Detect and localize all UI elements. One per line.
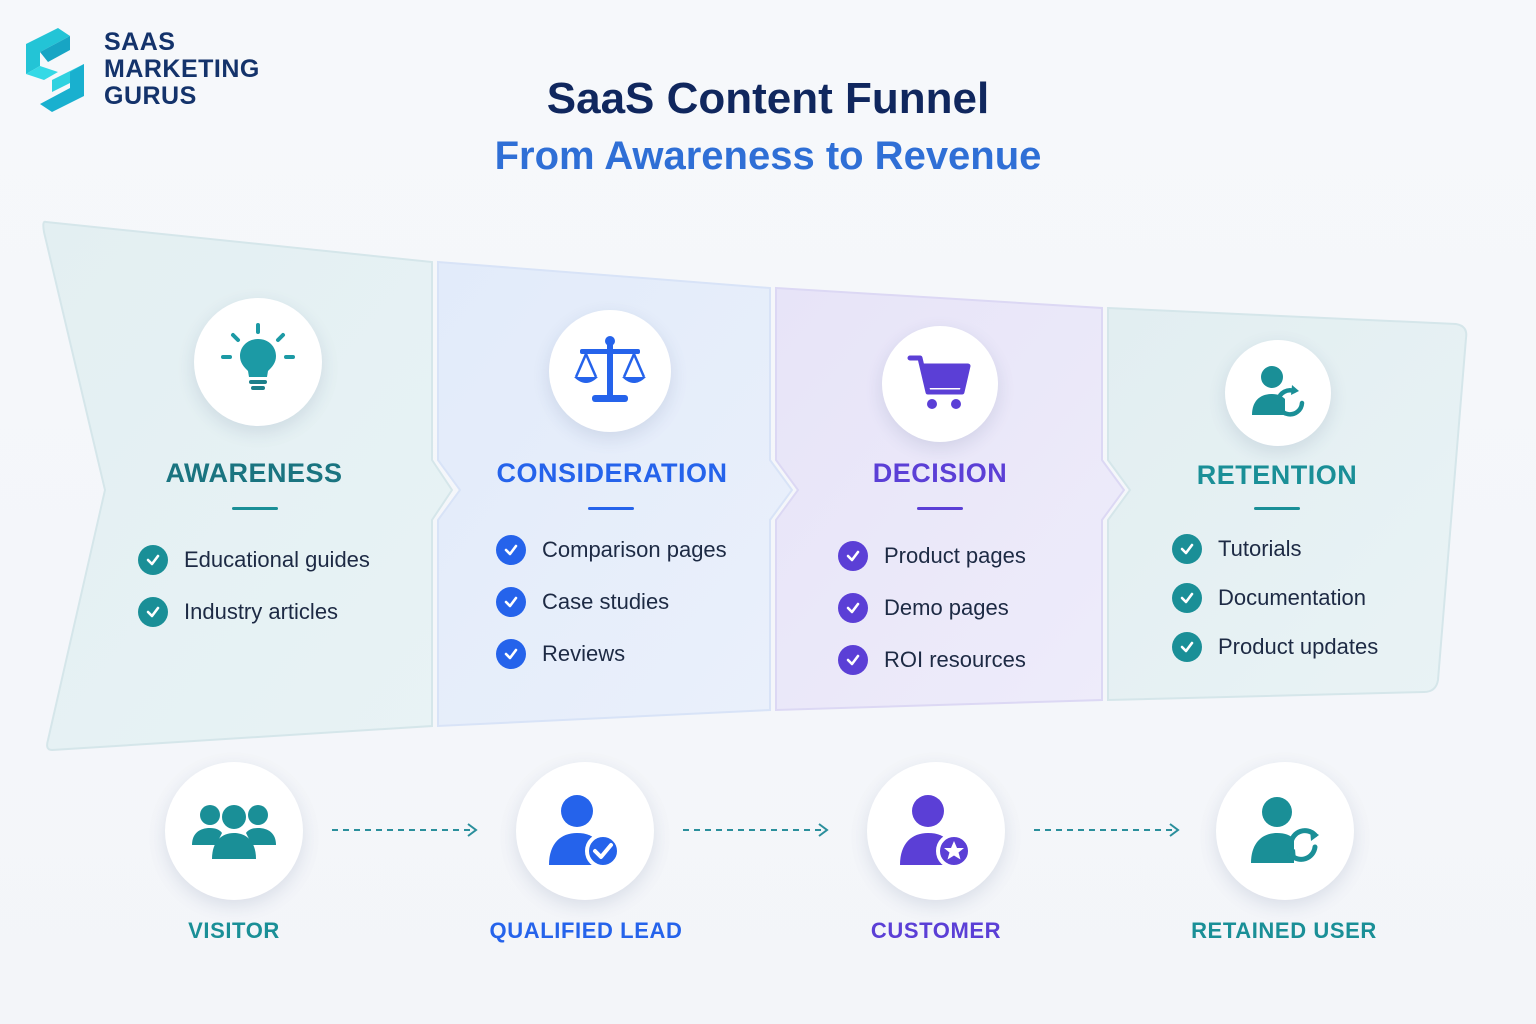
stage-title-consideration: CONSIDERATION xyxy=(496,458,728,488)
check-icon xyxy=(1172,533,1202,564)
list-item: Industry articles xyxy=(138,586,370,638)
check-icon xyxy=(1172,631,1202,662)
brand-line-1: SAAS xyxy=(104,27,176,56)
journey-retained-circle xyxy=(1216,762,1354,900)
user-refresh-icon xyxy=(1252,366,1305,417)
list-item: Reviews xyxy=(496,628,727,680)
stage-rule-retention xyxy=(1254,507,1300,510)
list-item-label: ROI resources xyxy=(884,647,1026,672)
list-item: Product pages xyxy=(838,530,1026,582)
user-refresh-icon xyxy=(1251,797,1319,863)
check-icon xyxy=(1172,582,1202,613)
journey-label-visitor: VISITOR xyxy=(188,918,280,943)
list-item-label: Documentation xyxy=(1218,584,1366,610)
brand-line-2: MARKETING xyxy=(104,54,260,83)
page-title: SaaS Content Funnel xyxy=(546,74,990,123)
brand-line-3: GURUS xyxy=(104,81,197,110)
check-icon xyxy=(138,545,168,575)
stage-rule-decision xyxy=(917,507,963,510)
decision-icon-circle xyxy=(882,326,998,442)
users-icon xyxy=(192,805,276,859)
consideration-list: Comparison pages Case studies Reviews xyxy=(496,524,727,680)
flow-arrow-2 xyxy=(683,823,829,837)
stage-title-decision: DECISION xyxy=(872,458,1008,488)
brand-name: SAAS MARKETING GURUS xyxy=(104,27,260,110)
flow-arrow-1 xyxy=(332,823,478,837)
list-item-label: Comparison pages xyxy=(542,537,727,562)
flow-arrow-3 xyxy=(1034,823,1180,837)
awareness-list: Educational guides Industry articles xyxy=(138,534,370,638)
list-item-label: Tutorials xyxy=(1218,535,1302,561)
journey-label-lead: QUALIFIED LEAD xyxy=(489,918,683,943)
list-item-label: Product updates xyxy=(1218,633,1379,659)
brand-logo-icon xyxy=(26,28,84,112)
page-subtitle: From Awareness to Revenue xyxy=(494,134,1042,178)
consideration-icon-circle xyxy=(549,310,671,432)
retention-icon-circle xyxy=(1225,340,1331,446)
check-icon xyxy=(496,587,526,617)
list-item: Educational guides xyxy=(138,534,370,586)
list-item-label: Demo pages xyxy=(884,595,1009,620)
decision-list: Product pages Demo pages ROI resources xyxy=(838,530,1026,686)
segment-consideration xyxy=(437,260,794,728)
lightbulb-icon xyxy=(221,323,295,390)
list-item: Case studies xyxy=(496,576,727,628)
list-item: ROI resources xyxy=(838,634,1026,686)
user-check-icon xyxy=(549,795,621,869)
list-item-label: Industry articles xyxy=(184,599,339,624)
check-icon xyxy=(838,645,868,675)
check-icon xyxy=(838,541,868,571)
cart-icon xyxy=(907,355,971,409)
list-item: Demo pages xyxy=(838,582,1026,634)
journey-label-customer: CUSTOMER xyxy=(870,918,1002,943)
stage-title-retention: RETENTION xyxy=(1196,460,1358,490)
check-icon xyxy=(496,639,526,669)
list-item: Product updates xyxy=(1172,622,1378,671)
list-item: Documentation xyxy=(1172,573,1378,622)
list-item-label: Product pages xyxy=(884,543,1026,568)
user-star-icon xyxy=(900,795,972,869)
journey-customer-circle xyxy=(867,762,1005,900)
check-icon xyxy=(838,593,868,623)
journey-label-retained: RETAINED USER xyxy=(1191,918,1377,943)
stage-title-awareness: AWARENESS xyxy=(165,458,343,488)
list-item: Comparison pages xyxy=(496,524,727,576)
awareness-icon-circle xyxy=(194,298,322,426)
list-item-label: Educational guides xyxy=(184,547,370,572)
check-icon xyxy=(496,535,526,565)
brand-logo: SAAS MARKETING GURUS xyxy=(18,26,260,112)
scale-icon xyxy=(574,336,646,402)
journey-lead-circle xyxy=(516,762,654,900)
list-item: Tutorials xyxy=(1172,524,1378,573)
stage-rule-consideration xyxy=(588,507,634,510)
stage-rule-awareness xyxy=(232,507,278,510)
journey-visitor-circle xyxy=(165,762,303,900)
retention-list: Tutorials Documentation Product updates xyxy=(1172,524,1378,671)
list-item-label: Reviews xyxy=(542,641,626,666)
check-icon xyxy=(138,597,168,627)
list-item-label: Case studies xyxy=(542,589,670,614)
